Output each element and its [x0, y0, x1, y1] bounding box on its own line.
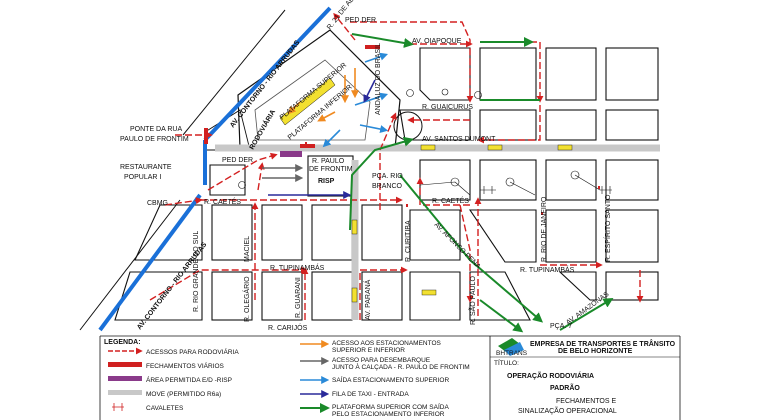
street-sao-paulo: R. SÃO PAULO — [468, 276, 477, 325]
street-parana: AV. PARANÁ — [363, 279, 372, 320]
title-label: TÍTULO: — [494, 358, 519, 367]
street-caetes-left: R. CAETÉS — [204, 197, 241, 206]
taxi-routes — [268, 79, 376, 199]
title-line-2: PADRÃO — [550, 383, 580, 392]
legend-platform-1: PLATAFORMA SUPERIOR COM SAÍDA — [332, 402, 449, 411]
street-tupinambas-left: R. TUPINAMBÁS — [270, 263, 325, 272]
street-carijos: R. CARIJÓS — [268, 323, 308, 332]
bhtrans-logo-text: BHTRANS — [496, 350, 528, 357]
street-rio-grande: R. RIO GRANDE DO SUL — [193, 231, 200, 312]
label-risp-2: DE FRONTIM — [309, 166, 353, 173]
legend-parking-1: ACESSO AOS ESTACIONAMENTOS — [332, 340, 442, 347]
street-guarani: R. GUARANI — [295, 277, 302, 318]
legend-access: ACESSOS PARA RODOVIÁRIA — [146, 347, 239, 356]
label-ponte-1: PONTE DA RUA — [130, 126, 182, 133]
street-guaicurus: R. GUAICURUS — [422, 104, 473, 111]
dropoff-routes — [262, 164, 304, 182]
access-routes — [149, 12, 644, 320]
platform-exit-routes — [349, 33, 614, 333]
street-maciel: MACIEL — [244, 236, 251, 262]
legend-dropoff-2: JUNTO À CALÇADA - R. PAULO DE FRONTIM — [332, 362, 470, 371]
street-curitiba: R. CURITIBA — [405, 220, 412, 262]
move-corridor — [215, 144, 660, 320]
legend-dropoff-1: ACESSO PARA DESEMBARQUE — [332, 357, 431, 364]
label-ponte-2: PAULO DE FRONTIM — [120, 136, 189, 143]
street-caetes-right: R. CAETÉS — [432, 196, 469, 205]
label-andaluz: ANDALUZ DO BRASIL — [375, 43, 382, 115]
legend-move: MOVE (PERMITIDO R6a) — [146, 391, 221, 398]
street-rio-janeiro: R. RIO DE JANEIRO — [541, 196, 548, 262]
legend: LEGENDA: ACESSOS PARA RODOVIÁRIA FECHAME… — [99, 335, 681, 420]
subtitle-line-2: SINALIZAÇÃO OPERACIONAL — [518, 406, 617, 415]
street-tupinambas-right: R. TUPINAMBÁS — [520, 265, 575, 274]
contorno-avenue — [79, 6, 332, 332]
permitted-area-risp — [280, 151, 302, 157]
org-line-1: EMPRESA DE TRANSPORTES E TRÂNSITO — [530, 339, 676, 348]
legend-taxi: FILA DE TAXI - ENTRADA — [332, 391, 409, 398]
street-afonso-pena: AV. AFONSO PENA — [433, 221, 482, 270]
subtitle-line-1: FECHAMENTOS E — [556, 398, 616, 405]
org-line-2: DE BELO HORIZONTE — [558, 348, 633, 355]
parking-access-routes — [287, 68, 359, 122]
street-santos-dumont: AV. SANTOS DUMONT — [422, 136, 496, 143]
label-risp-3: RISP — [318, 178, 335, 185]
label-pca-7: PÇA. 7 — [550, 323, 572, 330]
label-rio-branco-2: BRANCO — [372, 183, 403, 190]
street-olegario: R. OLEGÁRIO — [242, 276, 251, 322]
move-stops — [351, 144, 573, 303]
street-labels: AV. CONTORNO - RIO ARRUDAS AV. CONTORNO … — [120, 0, 612, 332]
label-risp-1: R. PAULO — [312, 158, 345, 165]
label-cbmg: CBMG — [147, 200, 168, 207]
legend-heading: LEGENDA: — [104, 339, 141, 346]
legend-closures: FECHAMENTOS VIÁRIOS — [146, 361, 225, 370]
label-rio-branco-1: PÇA. RIO — [372, 173, 403, 180]
title-line-1: OPERAÇÃO RODOVIÁRIA — [507, 371, 594, 380]
label-ped-der-top: PED DER — [345, 17, 376, 24]
street-oiapoque: AV. OIAPOQUE — [412, 38, 462, 45]
traffic-signals — [238, 88, 612, 196]
barriers — [305, 142, 600, 215]
legend-barriers: CAVALETES — [146, 405, 184, 412]
label-ped-der-left: PED DER — [222, 157, 253, 164]
legend-upper-exit: SAÍDA ESTACIONAMENTO SUPERIOR — [332, 375, 449, 384]
legend-platform-2: PELO ESTACIONAMENTO INFERIOR — [332, 411, 445, 418]
label-restaurante-1: RESTAURANTE — [120, 164, 172, 171]
label-rua-abril: R. 21 DE ABRIL — [326, 0, 362, 31]
street-espirito-santo: R. ESPÍRITO SANTO — [603, 194, 612, 262]
label-restaurante-2: POPULAR I — [124, 174, 161, 181]
legend-parking-2: SUPERIOR E INFERIOR — [332, 347, 405, 354]
street-amazonas: AV. AMAZONAS — [565, 291, 611, 327]
bhtrans-logo-icon — [498, 338, 524, 356]
legend-permitted: ÁREA PERMITIDA E/D -RISP — [146, 375, 232, 384]
